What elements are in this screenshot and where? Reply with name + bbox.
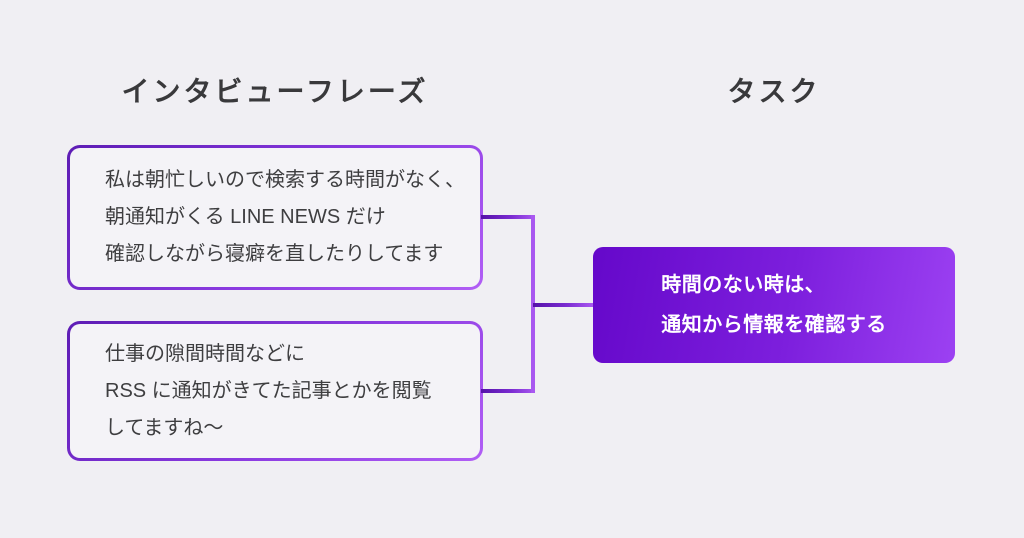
interview-quote-box-1: 私は朝忙しいので検索する時間がなく、 朝通知がくる LINE NEWS だけ 確… [67, 145, 483, 290]
quote-line: 確認しながら寝癖を直したりしてます [105, 243, 444, 265]
connector-from-quote-1 [481, 215, 535, 219]
connector-to-task [533, 303, 593, 307]
task-line: 通知から情報を確認する [661, 314, 887, 336]
quote-line: RSS に通知がきてた記事とかを閲覧 [105, 379, 432, 402]
task-text-block: 時間のない時は、 通知から情報を確認する [661, 265, 887, 345]
column-heading-task: タスク [727, 76, 821, 107]
interview-quote-box-2: 仕事の隙間時間などに RSS に通知がきてた記事とかを閲覧 してますね～ [67, 321, 483, 461]
quote-line: してますね～ [105, 416, 224, 439]
task-line: 時間のない時は、 [661, 274, 826, 296]
interview-quote-box-2-inner: 仕事の隙間時間などに RSS に通知がきてた記事とかを閲覧 してますね～ [70, 324, 480, 458]
interview-quote-box-1-inner: 私は朝忙しいので検索する時間がなく、 朝通知がくる LINE NEWS だけ 確… [70, 148, 480, 287]
quote-line: 私は朝忙しいので検索する時間がなく、 [105, 169, 465, 191]
column-heading-interview-phrases: インタビューフレーズ [121, 76, 429, 107]
connector-from-quote-2 [481, 389, 535, 393]
quote-line: 仕事の隙間時間などに [105, 342, 305, 365]
task-box: 時間のない時は、 通知から情報を確認する [593, 247, 955, 363]
quote-line: 朝通知がくる LINE NEWS だけ [105, 206, 386, 228]
